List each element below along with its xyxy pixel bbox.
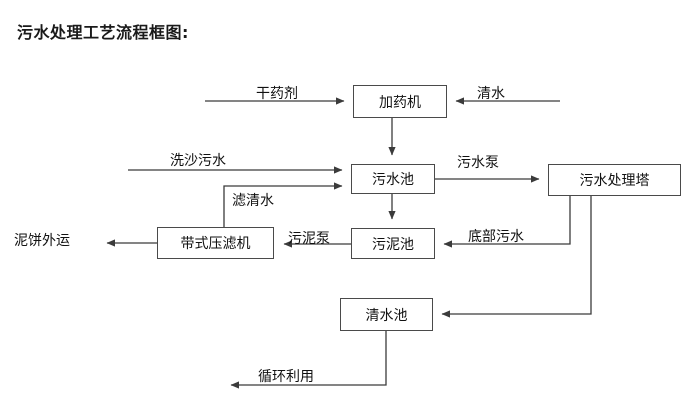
node-label: 污泥池 [372,236,414,253]
edge-label-bottom-sewage: 底部污水 [468,229,524,245]
edge-label-sewage-pump: 污水泵 [457,155,499,171]
node-label: 加药机 [379,94,421,111]
edge-filtered-water-to-wastewater-pool [223,182,343,227]
edge-tower-bottom-to-sludge-pool [443,196,571,248]
edge-label-sand-wash-sewage: 洗沙污水 [170,153,226,169]
node-clean-water-pool[interactable]: 清水池 [340,298,433,331]
edge-clean-water-pool-to-reuse [230,331,387,389]
node-sludge-pool[interactable]: 污泥池 [351,228,435,259]
node-treatment-tower[interactable]: 污水处理塔 [548,164,681,196]
node-wastewater-pool[interactable]: 污水池 [351,164,435,194]
edge-label-filtered-water: 滤清水 [232,193,274,209]
node-dosing-machine[interactable]: 加药机 [353,85,447,118]
edge-label-dry-chemical: 干药剂 [256,86,298,102]
edge-label-mud-cake-out: 泥饼外运 [14,233,70,249]
edge-label-sludge-pump: 污泥泵 [288,231,330,247]
edge-label-recycle-reuse: 循环利用 [258,369,314,385]
edge-label-clean-water-in: 清水 [477,86,505,102]
node-label: 污水处理塔 [579,173,650,189]
node-label: 污水池 [372,172,414,188]
node-label: 清水池 [365,307,408,324]
page-title: 污水处理工艺流程框图: [17,23,189,42]
node-belt-filter-press[interactable]: 带式压滤机 [157,227,274,259]
edge-tower-to-clean-water-pool [441,196,592,318]
node-label: 带式压滤机 [180,236,251,252]
